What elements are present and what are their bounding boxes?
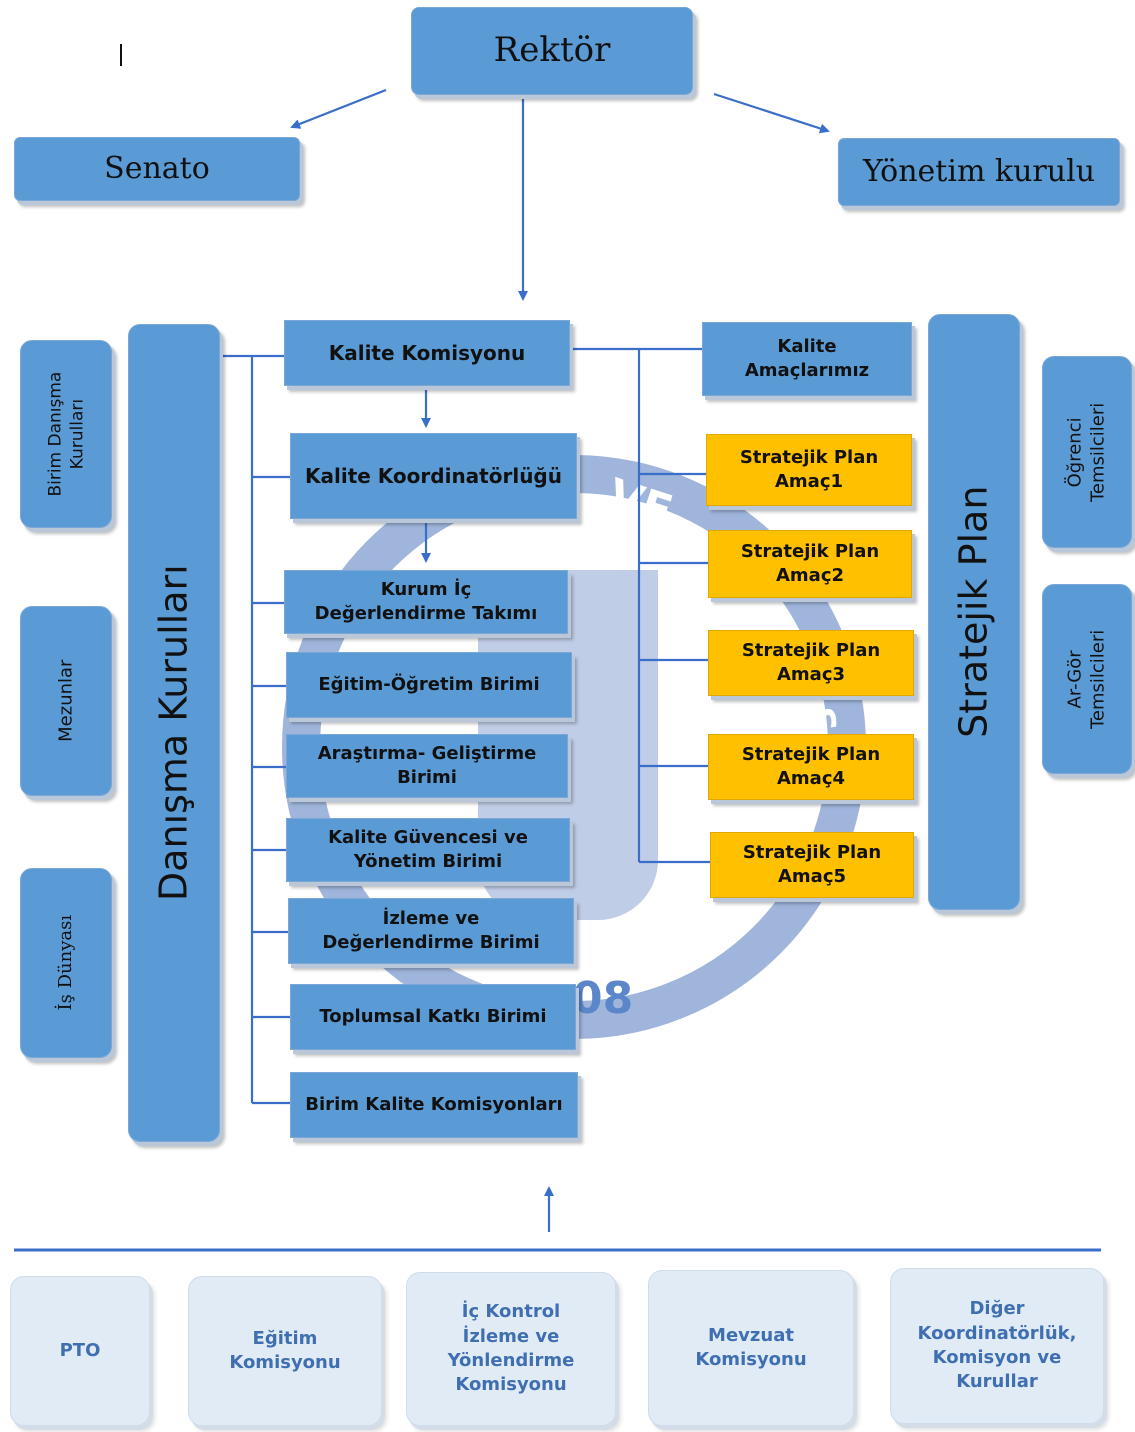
ogrenci-temsilcileri-box: Öğrenci Temsilcileri [1042,356,1132,548]
is-dunyasi-box: İş Dünyası [20,868,112,1058]
birim-danisma-kurullari-box: Birim Danışma Kurulları [20,340,112,528]
bottom-label: İç Kontrol İzleme ve Yönlendirme Komisyo… [447,1301,575,1396]
goal-label: Stratejik Plan Amaç5 [742,841,882,887]
kalite-amaclarimiz-box: Kalite Amaçlarımız [702,322,912,396]
goal-label: Stratejik Plan Amaç3 [741,639,881,685]
diger-koordinatorluk-box: Diğer Koordinatörlük, Komisyon ve Kurull… [890,1268,1104,1424]
mezunlar-box: Mezunlar [20,606,112,796]
unit-label: İzleme ve Değerlendirme Birimi [322,907,540,953]
goal-box-amac4: Stratejik Plan Amaç4 [708,734,914,800]
is-dunyasi-label: İş Dünyası [55,915,77,1011]
kalite-komisyonu-box: Kalite Komisyonu [284,320,570,386]
danisma-kurullari-box: Danışma Kurulları [128,324,220,1142]
unit-label: Kalite Güvencesi ve Yönetim Birimi [328,826,528,872]
goal-box-amac2: Stratejik Plan Amaç2 [708,530,912,598]
unit-box-toplumsal-katki: Toplumsal Katkı Birimi [290,984,576,1050]
goal-label: Stratejik Plan Amaç1 [739,446,879,492]
kalite-amaclarimiz-label: Kalite Amaçlarımız [744,335,870,381]
unit-box-arastirma-gelistirme: Araştırma- Geliştirme Birimi [286,734,568,798]
ar-gor-temsilcileri-label: Ar-Gör Temsilcileri [1064,629,1109,729]
stratejik-plan-box: Stratejik Plan [928,314,1020,910]
unit-box-birim-kalite-komisyonlari: Birim Kalite Komisyonları [290,1072,578,1138]
danisma-kurullari-label: Danışma Kurulları [151,564,196,902]
rektor-label: Rektör [493,30,611,71]
senato-label: Senato [104,150,210,186]
bottom-label: Diğer Koordinatörlük, Komisyon ve Kurull… [917,1298,1077,1393]
mezunlar-label: Mezunlar [55,659,77,743]
senato-box: Senato [14,137,300,201]
ar-gor-temsilcileri-box: Ar-Gör Temsilcileri [1042,584,1132,774]
unit-box-izleme-degerlendirme: İzleme ve Değerlendirme Birimi [288,898,574,964]
kalite-komisyonu-label: Kalite Komisyonu [328,340,526,365]
pto-box: PTO [10,1276,150,1426]
unit-label: Eğitim-Öğretim Birimi [318,673,540,695]
unit-box-kalite-guvencesi: Kalite Güvencesi ve Yönetim Birimi [286,818,570,882]
ogrenci-temsilcileri-label: Öğrenci Temsilcileri [1064,402,1109,502]
stratejik-plan-label: Stratejik Plan [951,485,996,739]
birim-danisma-kurullari-label: Birim Danışma Kurulları [44,371,87,497]
ic-kontrol-komisyonu-box: İç Kontrol İzleme ve Yönlendirme Komisyo… [406,1272,616,1426]
unit-box-kurum-ic-degerlendirme: Kurum İç Değerlendirme Takımı [284,570,568,634]
bottom-label: Eğitim Komisyonu [229,1327,341,1373]
kalite-koordinatorlugu-box: Kalite Koordinatörlüğü [290,433,577,519]
egitim-komisyonu-box: Eğitim Komisyonu [188,1276,382,1426]
goal-box-amac3: Stratejik Plan Amaç3 [708,630,914,696]
unit-label: Toplumsal Katkı Birimi [319,1005,547,1027]
bottom-label: PTO [59,1339,101,1361]
yonetim-kurulu-label: Yönetim kurulu [862,153,1096,189]
bottom-label: Mevzuat Komisyonu [695,1324,807,1370]
goal-box-amac5: Stratejik Plan Amaç5 [710,832,914,898]
yonetim-kurulu-box: Yönetim kurulu [838,138,1120,206]
unit-label: Kurum İç Değerlendirme Takımı [314,578,538,624]
goal-label: Stratejik Plan Amaç4 [741,743,881,789]
unit-label: Araştırma- Geliştirme Birimi [317,742,537,788]
rektor-box: Rektör [411,7,693,95]
watermark-year: 08 [572,973,634,1024]
kalite-koordinatorlugu-label: Kalite Koordinatörlüğü [304,463,562,488]
goal-box-amac1: Stratejik Plan Amaç1 [706,434,912,506]
unit-box-egitim-ogretim: Eğitim-Öğretim Birimi [286,652,572,718]
text-cursor [120,44,122,66]
goal-label: Stratejik Plan Amaç2 [740,540,880,586]
unit-label: Birim Kalite Komisyonları [305,1093,563,1115]
mevzuat-komisyonu-box: Mevzuat Komisyonu [648,1270,854,1426]
